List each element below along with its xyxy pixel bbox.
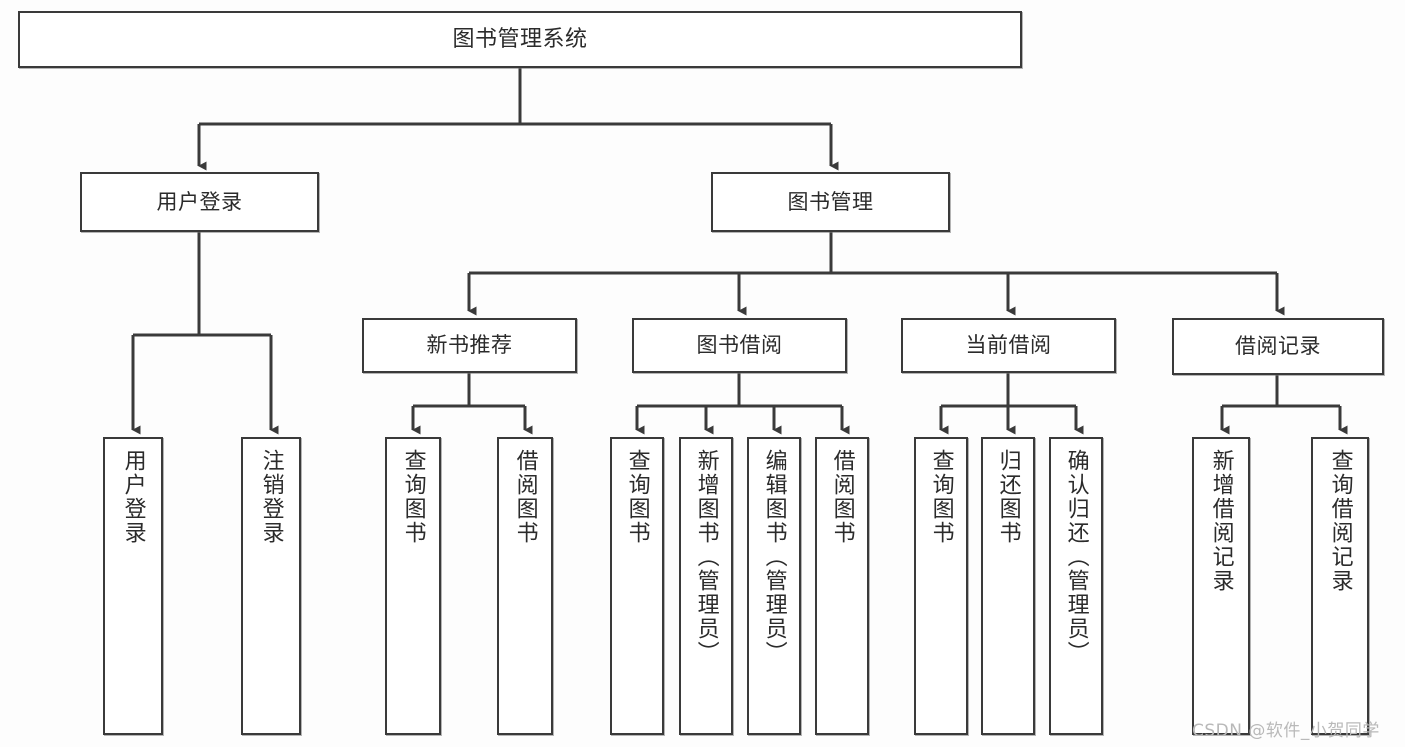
node-label-leaf-add-borrow-record: 新增借阅记录 [1208, 449, 1234, 593]
node-label-leaf-edit-book-admin: 编辑图书（管理员） [761, 449, 787, 665]
node-new-book-recommend[interactable]: 新书推荐 [362, 318, 577, 373]
csdn-watermark: CSDN @软件_小贺同学 [1192, 721, 1380, 741]
node-label-leaf-borrow-book-1: 借阅图书 [512, 449, 538, 545]
node-current-borrow[interactable]: 当前借阅 [901, 318, 1116, 373]
node-label-root: 图书管理系统 [452, 26, 588, 52]
node-root-system[interactable]: 图书管理系统 [18, 11, 1022, 68]
node-leaf-logout-login[interactable]: 注销登录 [241, 437, 301, 735]
node-leaf-borrow-book-1[interactable]: 借阅图书 [497, 437, 553, 735]
node-leaf-query-book-1[interactable]: 查询图书 [385, 437, 441, 735]
node-label-leaf-confirm-return-admin: 确认归还（管理员） [1063, 449, 1089, 665]
node-label-leaf-add-book-admin: 新增图书（管理员） [693, 449, 719, 665]
node-leaf-add-borrow-record[interactable]: 新增借阅记录 [1192, 437, 1250, 735]
node-leaf-add-book-admin[interactable]: 新增图书（管理员） [679, 437, 733, 735]
node-leaf-user-login[interactable]: 用户登录 [103, 437, 163, 735]
node-book-borrow[interactable]: 图书借阅 [632, 318, 847, 373]
node-leaf-query-book-2[interactable]: 查询图书 [610, 437, 664, 735]
node-user-login[interactable]: 用户登录 [80, 172, 319, 232]
node-leaf-borrow-book-2[interactable]: 借阅图书 [815, 437, 869, 735]
node-borrow-record[interactable]: 借阅记录 [1172, 318, 1384, 375]
node-label-leaf-query-borrow-record: 查询借阅记录 [1327, 449, 1353, 593]
node-label-book-manage: 图书管理 [787, 189, 874, 214]
node-label-leaf-query-book-1: 查询图书 [400, 449, 426, 545]
node-label-borrow-record: 借阅记录 [1235, 334, 1321, 359]
node-leaf-query-borrow-record[interactable]: 查询借阅记录 [1311, 437, 1369, 735]
node-label-current-borrow: 当前借阅 [965, 333, 1052, 358]
node-label-leaf-return-book: 归还图书 [995, 449, 1021, 545]
node-label-user-login: 用户登录 [156, 189, 243, 214]
node-label-new-book-recommend: 新书推荐 [426, 333, 513, 358]
node-book-manage[interactable]: 图书管理 [711, 172, 950, 232]
node-leaf-edit-book-admin[interactable]: 编辑图书（管理员） [747, 437, 801, 735]
node-label-leaf-query-book-3: 查询图书 [928, 449, 954, 545]
node-label-book-borrow: 图书借阅 [696, 333, 783, 358]
node-label-leaf-user-login: 用户登录 [120, 449, 146, 545]
node-label-leaf-logout-login: 注销登录 [258, 449, 284, 545]
node-leaf-query-book-3[interactable]: 查询图书 [914, 437, 968, 735]
node-label-leaf-borrow-book-2: 借阅图书 [829, 449, 855, 545]
node-leaf-confirm-return-admin[interactable]: 确认归还（管理员） [1049, 437, 1103, 735]
node-label-leaf-query-book-2: 查询图书 [624, 449, 650, 545]
node-leaf-return-book[interactable]: 归还图书 [981, 437, 1035, 735]
